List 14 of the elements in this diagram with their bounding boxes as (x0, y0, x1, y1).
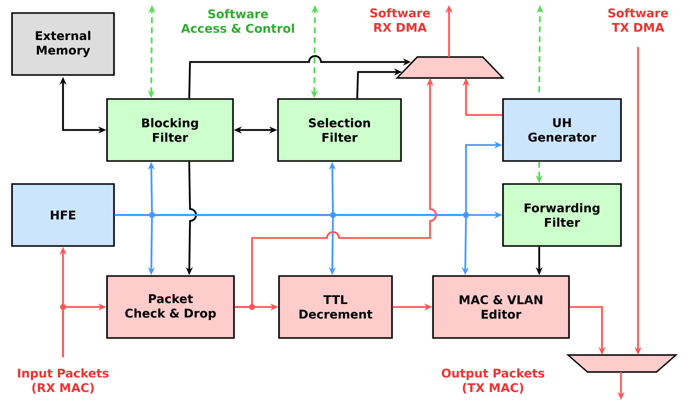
process-box: External Memory (11, 12, 115, 76)
process-box: MAC & VLAN Editor (432, 275, 570, 339)
input-label: Input Packets (RX MAC) (18, 368, 109, 394)
process-box: Packet Check & Drop (106, 275, 235, 339)
process-box: Selection Filter (277, 98, 402, 162)
process-box: Blocking Filter (106, 98, 234, 162)
signal-label: Software RX DMA (370, 8, 430, 32)
process-box: HFE (11, 183, 115, 247)
signal-label: Software TX DMA (608, 8, 668, 32)
process-box: Forwarding Filter (502, 183, 622, 247)
signal-label: Output Packets (TX MAC) (442, 368, 544, 394)
signal-label: Software Access & Control (181, 9, 294, 33)
process-box: UH Generator (502, 98, 622, 162)
process-box: TTL Decrement (278, 275, 393, 339)
